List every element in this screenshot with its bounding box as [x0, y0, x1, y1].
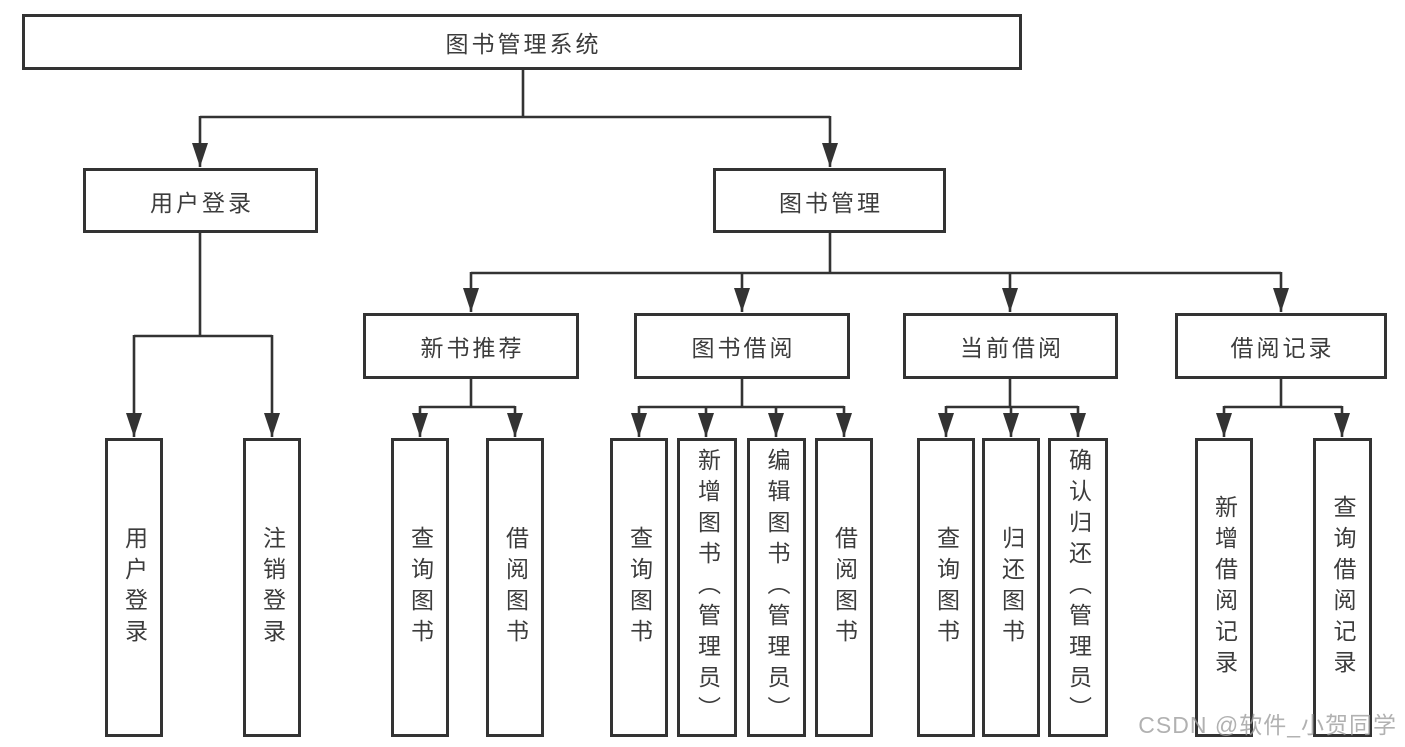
- leaf-query-books-current: 查询图书: [917, 438, 975, 737]
- node-label: 图书借阅: [691, 335, 796, 361]
- leaf-return-book: 归还图书: [982, 438, 1040, 737]
- leaf-borrow-books: 借阅图书: [815, 438, 873, 737]
- edges-book-management-children: [463, 233, 1289, 312]
- node-label: 用户登录: [150, 189, 254, 216]
- leaf-query-borrow-record: 查询借阅记录: [1313, 438, 1372, 737]
- node-label: 借阅图书: [502, 525, 529, 650]
- node-label: 当前借阅: [960, 335, 1064, 361]
- node-label: 借阅图书: [831, 525, 858, 650]
- node-label: 查询借阅记录: [1330, 494, 1356, 681]
- node-label: 查询图书: [933, 525, 960, 650]
- node-label: 新书推荐: [420, 335, 525, 361]
- node-label: 图书管理系统: [445, 31, 602, 57]
- node-new-book-recommend: 新书推荐: [363, 313, 579, 379]
- node-label: 新增图书（管理员）: [694, 448, 721, 727]
- node-label: 查询图书: [407, 525, 434, 650]
- leaf-add-book-admin: 新增图书（管理员）: [677, 438, 737, 737]
- leaf-user-login: 用户登录: [105, 438, 163, 737]
- node-label: 查询图书: [626, 525, 653, 650]
- node-user-login: 用户登录: [83, 168, 318, 233]
- node-label: 借阅记录: [1230, 335, 1335, 361]
- node-book-borrow: 图书借阅: [634, 313, 850, 379]
- node-book-management: 图书管理: [713, 168, 946, 233]
- leaf-query-books-recommend: 查询图书: [391, 438, 449, 737]
- leaf-confirm-return-admin: 确认归还（管理员）: [1048, 438, 1108, 737]
- leaf-edit-book-admin: 编辑图书（管理员）: [747, 438, 806, 737]
- leaf-add-borrow-record: 新增借阅记录: [1195, 438, 1253, 737]
- leaf-borrow-books-recommend: 借阅图书: [486, 438, 544, 737]
- leaf-logout: 注销登录: [243, 438, 301, 737]
- node-label: 用户登录: [121, 525, 148, 650]
- node-label: 确认归还（管理员）: [1065, 448, 1092, 727]
- edges-user-login-children: [126, 233, 280, 437]
- node-root-system: 图书管理系统: [22, 14, 1022, 70]
- edges-root-to-level2: [192, 70, 838, 167]
- edges-book-borrow-children: [631, 379, 852, 437]
- node-borrow-records: 借阅记录: [1175, 313, 1387, 379]
- node-label: 注销登录: [259, 525, 286, 650]
- node-current-borrow: 当前借阅: [903, 313, 1118, 379]
- node-label: 归还图书: [998, 525, 1025, 650]
- edges-new-book-recommend-children: [412, 379, 523, 437]
- leaf-query-books-borrow: 查询图书: [610, 438, 668, 737]
- node-label: 新增借阅记录: [1211, 494, 1238, 681]
- edges-borrow-records-children: [1216, 379, 1350, 437]
- csdn-watermark: CSDN @软件_小贺同学: [1138, 712, 1397, 738]
- edges-current-borrow-children: [938, 379, 1086, 437]
- node-label: 编辑图书（管理员）: [764, 448, 790, 727]
- node-label: 图书管理: [779, 189, 883, 216]
